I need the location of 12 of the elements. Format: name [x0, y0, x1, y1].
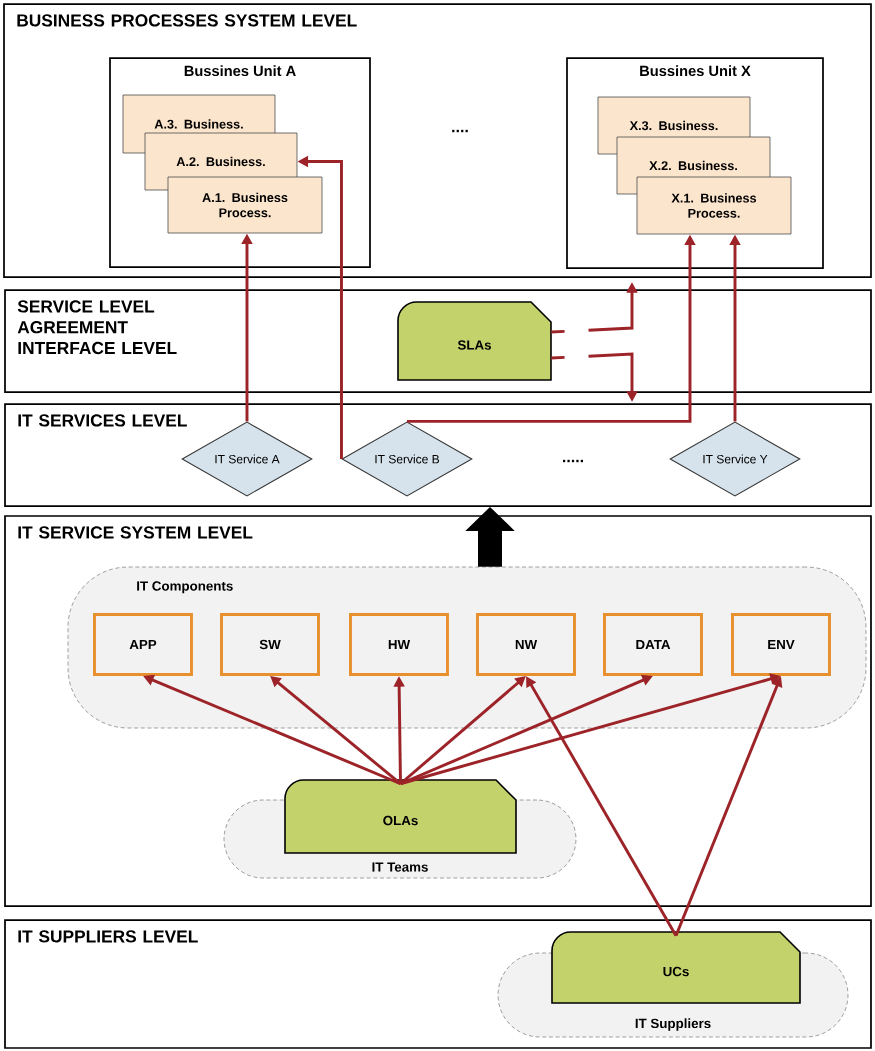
arrow	[270, 676, 402, 785]
component-box: HW	[349, 613, 449, 676]
component-box: SW	[220, 613, 320, 676]
component-box: DATA	[603, 613, 703, 676]
arrow	[399, 676, 526, 785]
ellipsis-mark: .....	[562, 459, 583, 463]
process-box: A.1. Business Process.	[167, 176, 323, 234]
process-box: X.1. Business Process.	[636, 176, 792, 235]
component-box: APP	[93, 613, 193, 676]
component-box: ENV	[731, 613, 831, 676]
ellipsis-mark: ....	[452, 129, 468, 133]
component-box: NW	[476, 613, 576, 676]
